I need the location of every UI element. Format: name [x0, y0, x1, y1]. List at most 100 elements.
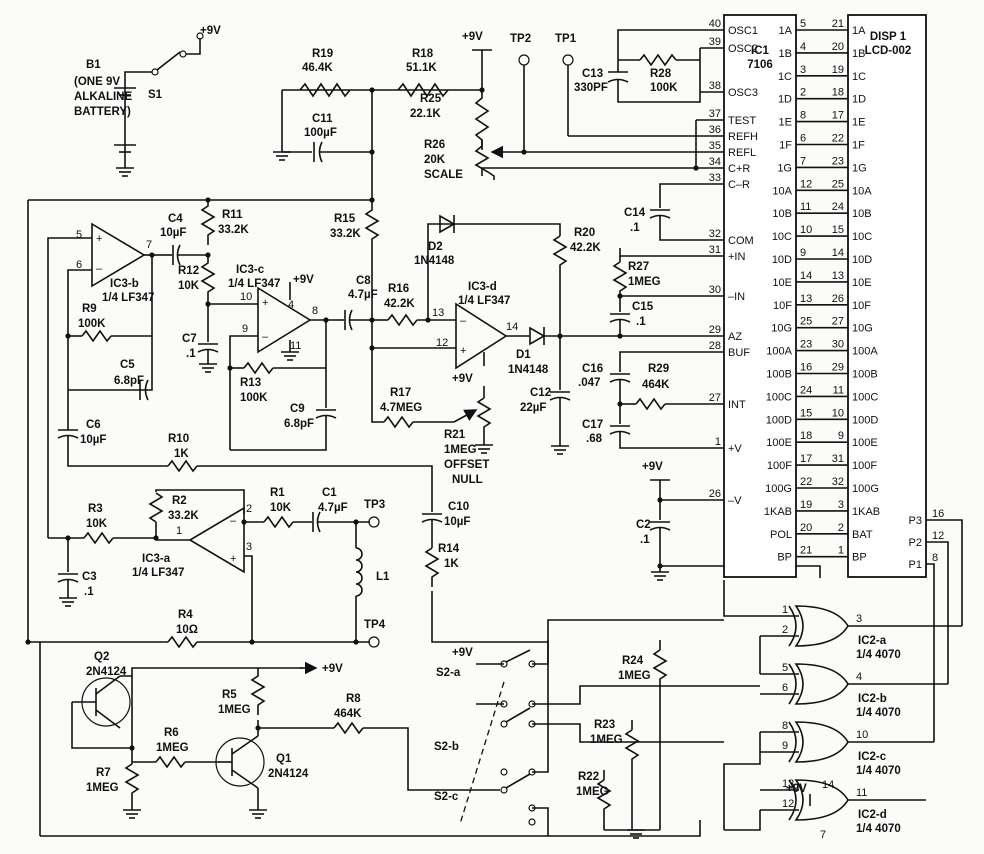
disp-right-wire — [926, 541, 949, 684]
ic1-pin-label: REFH — [728, 131, 758, 143]
ic1-segment-pin: 25 — [800, 316, 812, 328]
ic1-pin-label: –V — [728, 495, 742, 507]
disp-right-wire — [926, 563, 935, 742]
b1-line4: BATTERY) — [74, 106, 131, 118]
ic1-pin-number: 39 — [709, 36, 721, 48]
ic3a-pin1: 1 — [176, 525, 182, 537]
ic1-segment-pin: 7 — [800, 155, 806, 167]
disp-pin-label: 100G — [852, 483, 879, 495]
ic1-right-pins: 1A51B41C31D21E81F61G710A1210B1110C1010D9… — [764, 18, 812, 564]
disp-name: DISP 1 — [870, 31, 907, 43]
ic3b-part: 1/4 LF347 — [102, 292, 154, 304]
ic1-pin-number: 30 — [709, 284, 721, 296]
r3-value: 10K — [86, 518, 108, 530]
xor-in1-pin: 8 — [782, 720, 788, 732]
segment-bus-wires — [796, 29, 848, 558]
c16-value: .047 — [578, 377, 600, 389]
r23-label: R23 — [594, 719, 615, 731]
ic1-segment-label: 1B — [779, 48, 792, 60]
ic1-segment-label: 1G — [777, 162, 792, 174]
xor-out-pin: 10 — [856, 729, 868, 741]
ic3d-pin12: 12 — [436, 337, 448, 349]
r21-value: 1MEG — [444, 444, 477, 456]
ic1-segment-label: 10G — [771, 323, 792, 335]
xor-out-pin: 11 — [856, 787, 867, 799]
ic1-segment-pin: 23 — [800, 339, 812, 351]
ic1-pin-number: 36 — [709, 124, 721, 136]
integrator-network: C14 .1 R27 1MEG C15 .1 C16 .047 R29 464K — [578, 183, 724, 581]
disp-right-label: P3 — [909, 515, 922, 527]
ic3c-part: 1/4 LF347 — [228, 278, 280, 290]
disp-pin-label: 100B — [852, 369, 878, 381]
r23-value: 1MEG — [590, 734, 623, 746]
c5-label: C5 — [120, 359, 135, 371]
ic3c-pin4: 4 — [288, 299, 294, 311]
disp-pin-label: BP — [852, 552, 867, 564]
r22-value: 1MEG — [576, 786, 609, 798]
disp-pin-label: 1G — [852, 162, 867, 174]
c7-value: .1 — [186, 348, 196, 360]
ic3c-name: IC3-c — [236, 264, 265, 276]
ic1-segment-label: 10F — [773, 300, 792, 312]
r21-offset: OFFSET — [444, 459, 489, 471]
disp-pin-number: 14 — [832, 247, 844, 259]
ic3b-pin6: 6 — [76, 259, 82, 271]
c9-value: 6.8pF — [284, 418, 314, 430]
r10-label: R10 — [168, 433, 189, 445]
r14-label: R14 — [438, 543, 460, 555]
switch-s2: +9V S2-a S2-b S2-c R24 1MEG R23 — [434, 640, 760, 839]
ic1-segment-pin: 2 — [800, 87, 806, 99]
ic1-pin-label: COM — [728, 235, 754, 247]
ic1-pin-label: C+R — [728, 163, 750, 175]
xor-out-pin: 3 — [856, 613, 862, 625]
r18-label: R18 — [412, 48, 434, 60]
s1-label: S1 — [148, 89, 163, 101]
disp-right-label: P1 — [909, 559, 922, 571]
c13-label: C13 — [582, 68, 603, 80]
ic1-part: 7106 — [747, 59, 773, 71]
disp-pin-number: 2 — [838, 522, 844, 534]
r26-value: 20K — [424, 154, 446, 166]
xor-vcc-pin: 14 — [822, 779, 834, 791]
r7-label: R7 — [96, 767, 111, 779]
disp-part: LCD-002 — [865, 45, 912, 57]
r5-label: R5 — [222, 689, 237, 701]
disp-pin-label: 100C — [852, 391, 878, 403]
disp-pin-number: 26 — [832, 293, 844, 305]
r19-label: R19 — [312, 48, 333, 60]
ic1-segment-pin: 19 — [800, 499, 812, 511]
c6-value: 10µF — [80, 434, 106, 446]
xor-part: 1/4 4070 — [856, 707, 901, 719]
ic3b-name: IC3-b — [110, 278, 139, 290]
r16-label: R16 — [388, 283, 409, 295]
disp-pin-label: 10B — [852, 208, 872, 220]
disp-pin-label: 1C — [852, 71, 866, 83]
r8-value: 464K — [334, 708, 362, 720]
ic1-segment-label: 1D — [778, 94, 792, 106]
ic3b-pin7: 7 — [146, 239, 152, 251]
r4-label: R4 — [178, 609, 193, 621]
ic1-pin-label: REFL — [728, 147, 756, 159]
xor-in2-pin: 12 — [782, 798, 794, 810]
disp-pin-number: 31 — [832, 453, 844, 465]
disp-pin-number: 24 — [832, 201, 844, 213]
ic3c-pin8: 8 — [312, 305, 318, 317]
b1-line2: (ONE 9V — [74, 76, 120, 88]
q1-value: 2N4124 — [268, 768, 309, 780]
svg-text:–: – — [460, 315, 467, 327]
ic1-segment-label: 100G — [765, 483, 792, 495]
disp-pin-number: 32 — [832, 476, 844, 488]
xor-name: IC2-d — [858, 809, 887, 821]
r18-value: 51.1K — [406, 62, 437, 74]
ic1-pin-label: –IN — [728, 291, 745, 303]
ic1-segment-pin: 17 — [800, 453, 812, 465]
disp-pin-number: 19 — [832, 64, 844, 76]
disp-pin-number: 21 — [832, 18, 844, 30]
ic1-pin-number: 33 — [709, 172, 721, 184]
ic1-pin-number: 37 — [709, 108, 721, 120]
ic1-segment-pin: 5 — [800, 18, 806, 30]
top-vpos: +9V — [462, 31, 483, 43]
oscillator-network: C13 330PF R28 100K — [574, 29, 724, 171]
